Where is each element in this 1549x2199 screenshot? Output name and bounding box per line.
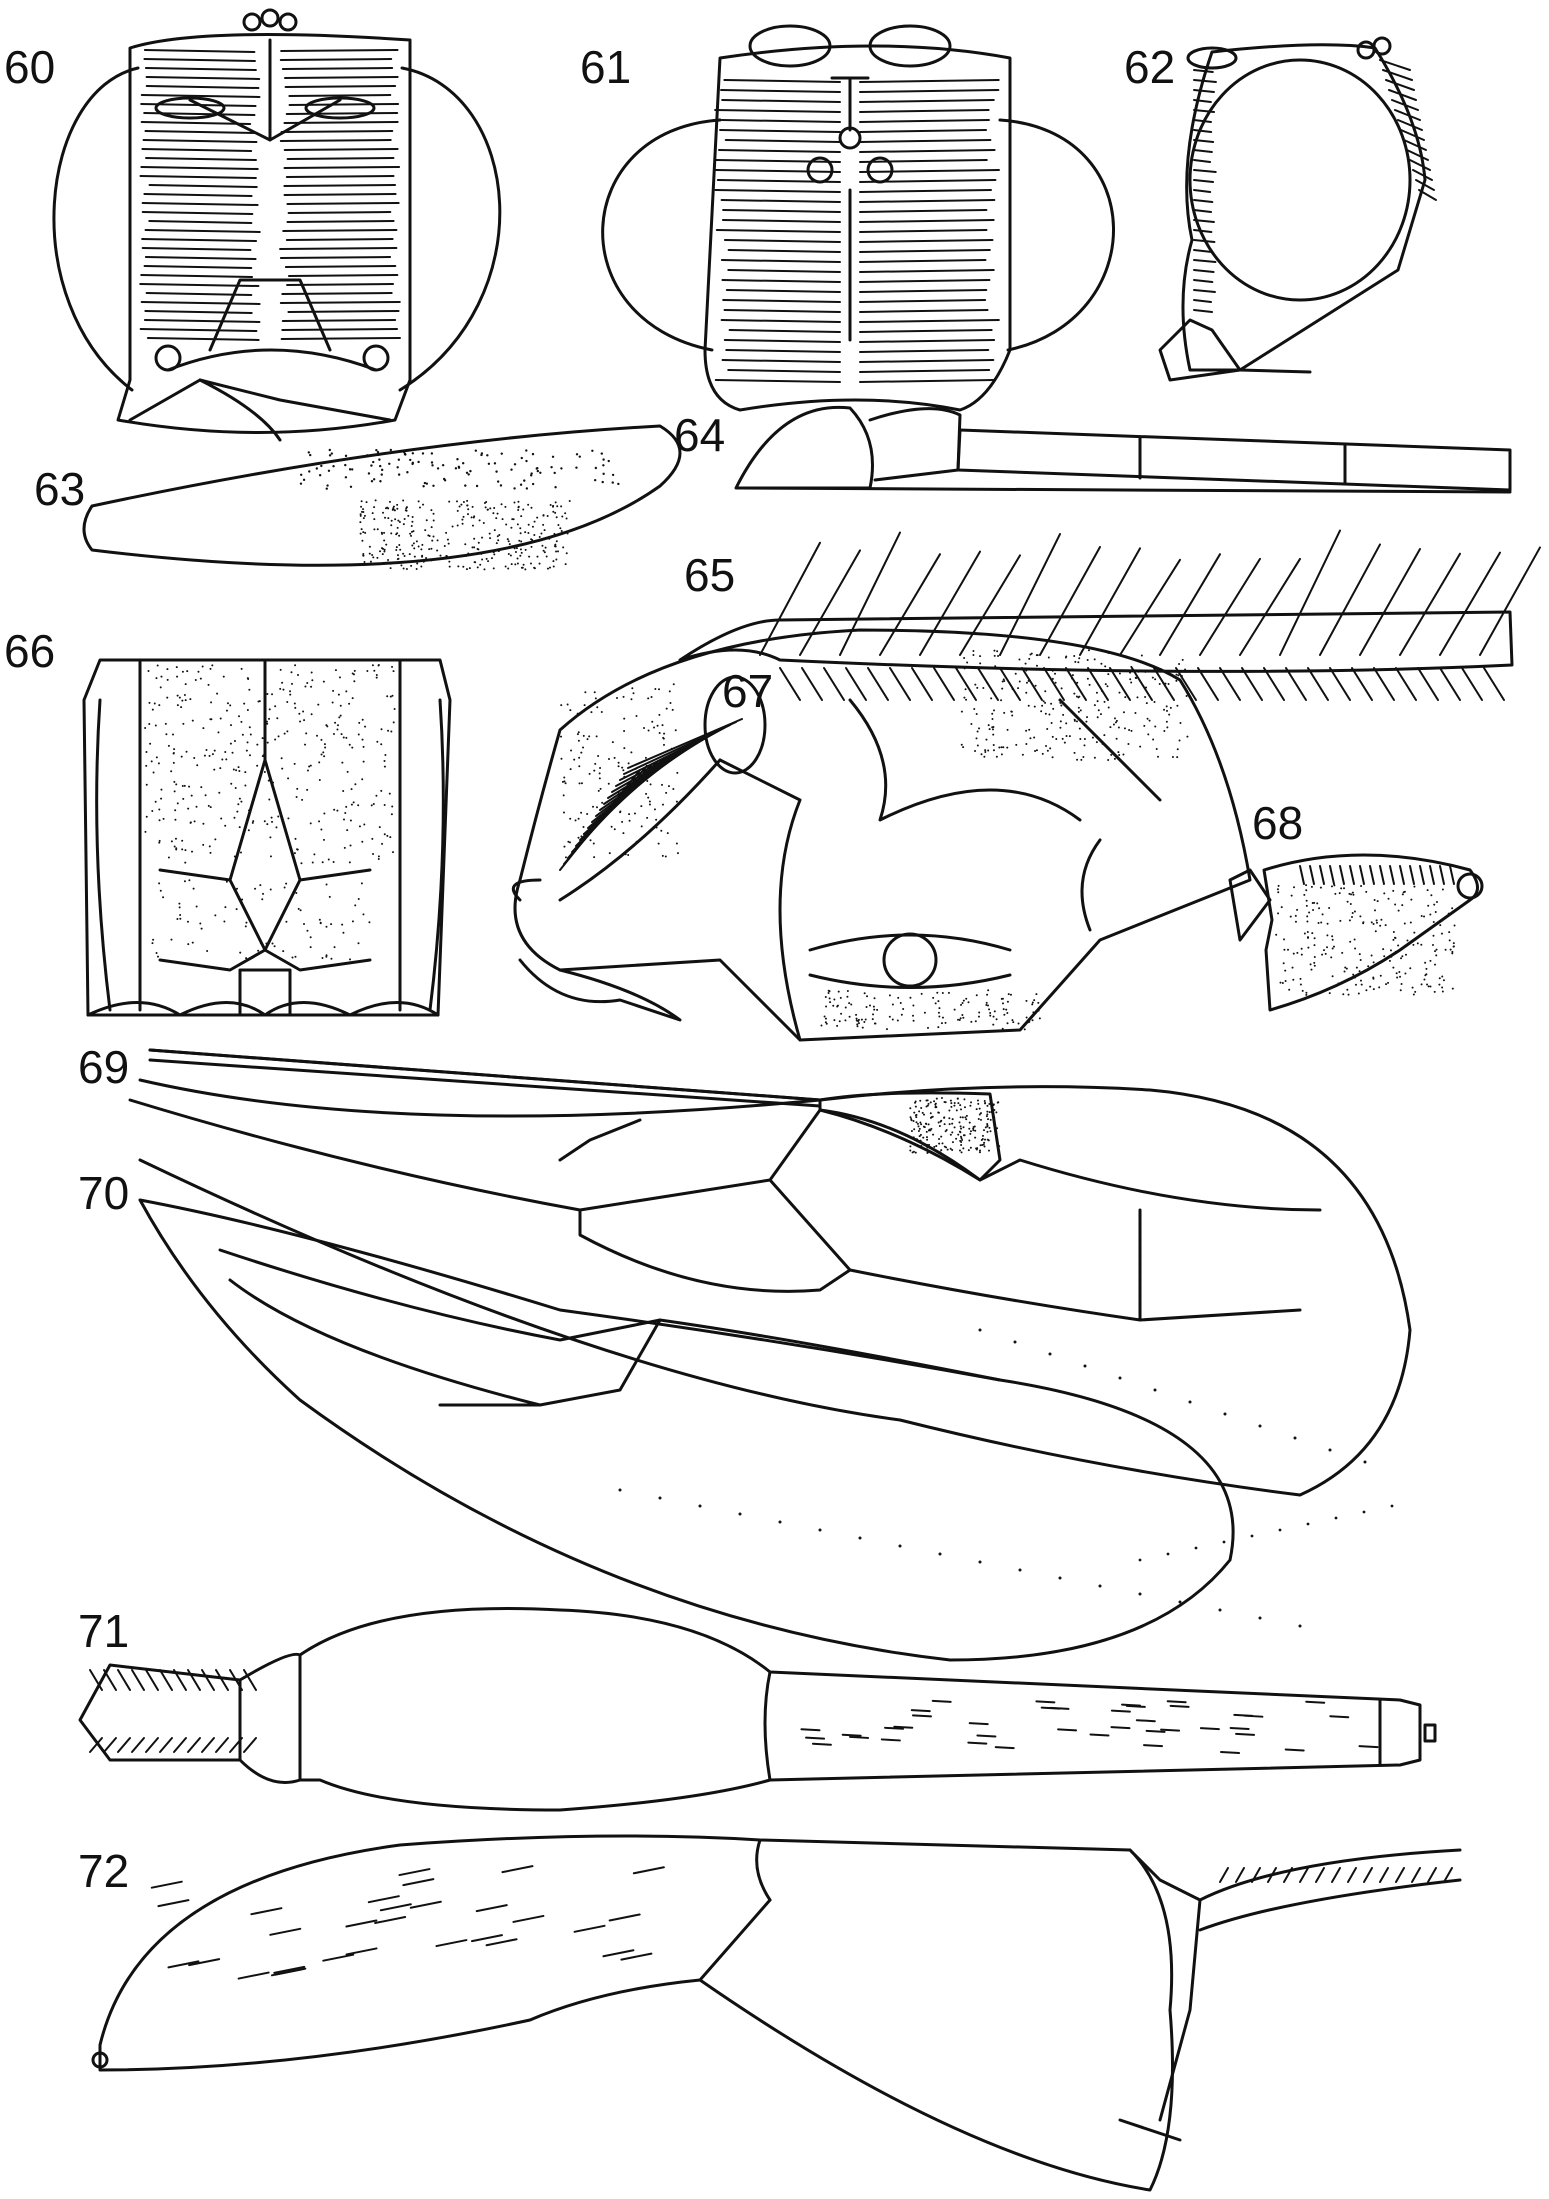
figure-label-67: 67 [722,665,774,717]
figure-label-69: 69 [78,1041,130,1093]
figure-label-71: 71 [78,1605,130,1657]
drawing-71-metasoma-dorsal [78,1606,1437,1812]
figure-label-61: 61 [580,41,632,93]
drawing-62-head-lateral [1158,36,1437,382]
drawing-61-head-dorsal [601,24,1115,412]
figure-label-62: 62 [1124,41,1176,93]
drawing-66-propodeum [82,658,452,1017]
drawing-68-scutellum [1262,853,1484,1012]
figure-label-66: 66 [4,625,56,677]
drawing-67-mesosoma-lateral [511,628,1272,1042]
drawing-72-metasoma-lateral [91,1834,1462,2192]
drawing-69-70-wings [128,1048,1412,1662]
drawing-60-head-frontal [52,8,502,442]
figure-label-60: 60 [4,41,56,93]
drawing-65-ovipositor-sheath [678,529,1541,701]
drawing-64-antenna-base [734,405,1512,494]
figure-label-72: 72 [78,1845,130,1897]
figure-label-65: 65 [684,549,736,601]
figure-label-64: 64 [674,409,726,461]
figure-label-70: 70 [78,1167,130,1219]
figure-label-68: 68 [1252,797,1304,849]
drawing-63-fore-femur [82,424,682,571]
figure-label-63: 63 [34,463,86,515]
